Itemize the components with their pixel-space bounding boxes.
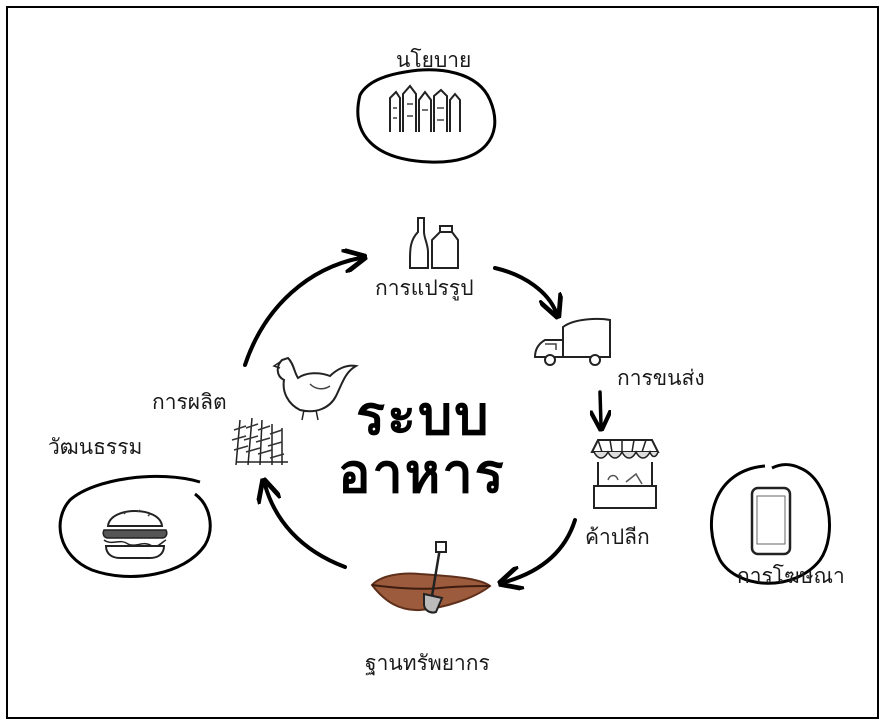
- label-production: การผลิต: [152, 390, 227, 414]
- center-title-line2: อาหาร: [338, 442, 506, 505]
- label-resources: ฐานทรัพยากร: [365, 651, 490, 675]
- arrow-resources-to-production: [265, 485, 347, 569]
- bottles-icon: [409, 217, 459, 269]
- policy-icon: [356, 68, 497, 164]
- center-title-line1: ระบบ: [356, 384, 491, 447]
- soil-shovel-icon: [370, 541, 492, 614]
- label-policy: นโยบาย: [396, 48, 472, 72]
- market-stall-icon: [590, 439, 660, 509]
- arrow-retail-to-resources: [505, 518, 577, 582]
- label-transport: การขนส่ง: [617, 366, 705, 390]
- label-culture: วัฒนธรรม: [48, 435, 143, 459]
- burger-icon: [58, 474, 212, 578]
- truck-icon: [533, 317, 611, 366]
- arrow-production-to-processing: [243, 258, 360, 367]
- arrow-transport-to-retail: [600, 390, 601, 425]
- arrow-processing-to-transport: [493, 266, 556, 312]
- chicken-icon: [272, 356, 359, 421]
- label-advertising: การโฆษณา: [737, 564, 845, 588]
- wheat-icon: [231, 417, 288, 466]
- label-retail: ค้าปลีก: [585, 525, 650, 549]
- phone-icon: [709, 463, 832, 585]
- label-processing: การแปรรูป: [375, 276, 474, 300]
